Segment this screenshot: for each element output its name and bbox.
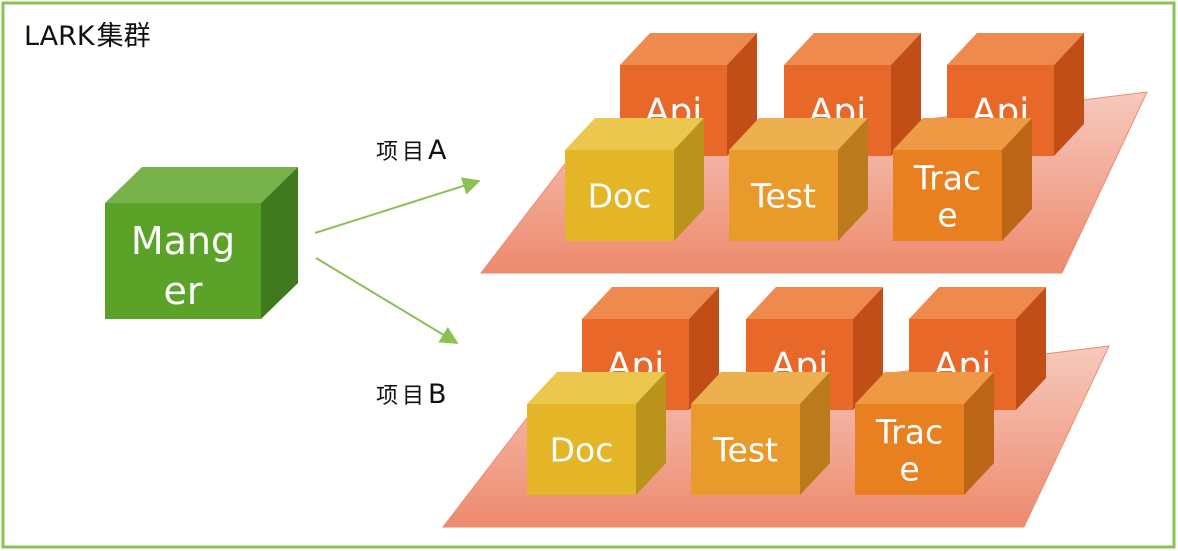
- project-a-test-cube-label: Test: [750, 176, 816, 215]
- project-a-trace-cube-side: [1002, 118, 1032, 241]
- project-b-trace-cube-label-line2: e: [899, 450, 919, 489]
- manager-cube-top: [105, 167, 298, 203]
- cluster-title-latin: LARK: [24, 21, 95, 52]
- project-b-test-cube-top: [691, 372, 830, 404]
- project-a-test-cube-front: [729, 150, 838, 241]
- project-b-api-cube-1-top: [582, 287, 719, 319]
- project-b-test-cube: Test: [691, 372, 830, 495]
- project-a-trace-cube-label-line1: Trac: [913, 159, 981, 198]
- project-b-label: 项目 B: [376, 378, 447, 410]
- project-b-trace-cube-front: [855, 404, 964, 495]
- project-a-trace-cube-label-line2: e: [937, 196, 957, 235]
- project-b-label-cjk: 项目: [376, 384, 429, 409]
- project-a-test-cube-top: [729, 118, 868, 150]
- project-b-api-cube-3-top: [909, 287, 1046, 319]
- project-b-api-cube-1: Api: [582, 287, 719, 410]
- project-b-trace-cube-side: [964, 372, 994, 495]
- arrow-to-project-a: [314, 177, 481, 234]
- project-a-doc-cube-top: [565, 118, 704, 150]
- manager-cube-front: [105, 203, 261, 319]
- project-a-test-cube-side: [838, 118, 868, 241]
- project-a-label-latin: A: [428, 135, 447, 166]
- project-b-api-cube-3-side: [1016, 287, 1046, 410]
- project-a-api-cube-3-side: [1054, 33, 1084, 156]
- project-b-trace-cube-label-line1: Trac: [875, 413, 943, 452]
- project-b-test-cube-front: [691, 404, 800, 495]
- project-a-trace-cube-front: [893, 150, 1002, 241]
- project-a-api-cube-1-side: [727, 33, 757, 156]
- project-a-api-cube-2-top: [784, 33, 921, 65]
- cluster-title-cjk: 集群: [96, 21, 151, 52]
- project-b-api-cube-2-side: [853, 287, 883, 410]
- project-b-trace-cube-top: [855, 372, 994, 404]
- project-b-test-cube-label: Test: [712, 430, 778, 469]
- project-a-api-cube-3-top: [947, 33, 1084, 65]
- project-b-doc-cube-front: [527, 404, 636, 495]
- manager-cube-side: [261, 167, 298, 319]
- project-b-doc-cube-side: [636, 372, 666, 495]
- manager-label-line1: Mang: [131, 219, 235, 263]
- project-a-doc-cube: Doc: [565, 118, 704, 241]
- project-a-doc-cube-front: [565, 150, 674, 241]
- project-a-api-cube-1-top: [620, 33, 757, 65]
- project-b-label-latin: B: [428, 379, 447, 410]
- project-a-test-cube: Test: [729, 118, 868, 241]
- project-b-doc-cube: Doc: [527, 372, 666, 495]
- project-a-label: 项目 A: [376, 134, 447, 166]
- manager-cube: Mang er: [105, 167, 298, 319]
- project-a-doc-cube-side: [674, 118, 704, 241]
- project-a-label-cjk: 项目: [376, 140, 429, 165]
- project-b-doc-cube-label: Doc: [550, 430, 614, 469]
- project-b-api-cube-2-top: [746, 287, 883, 319]
- project-b-test-cube-side: [800, 372, 830, 495]
- manager-label-line2: er: [163, 269, 202, 313]
- project-b-doc-cube-top: [527, 372, 666, 404]
- cluster-title: LARK 集群: [24, 14, 151, 53]
- project-a-doc-cube-label: Doc: [588, 176, 652, 215]
- project-b-api-cube-1-side: [689, 287, 719, 410]
- arrow-to-project-b: [315, 257, 459, 344]
- project-a-trace-cube-top: [893, 118, 1032, 150]
- project-a-api-cube-1: Api: [620, 33, 757, 156]
- project-a-api-cube-2-side: [891, 33, 921, 156]
